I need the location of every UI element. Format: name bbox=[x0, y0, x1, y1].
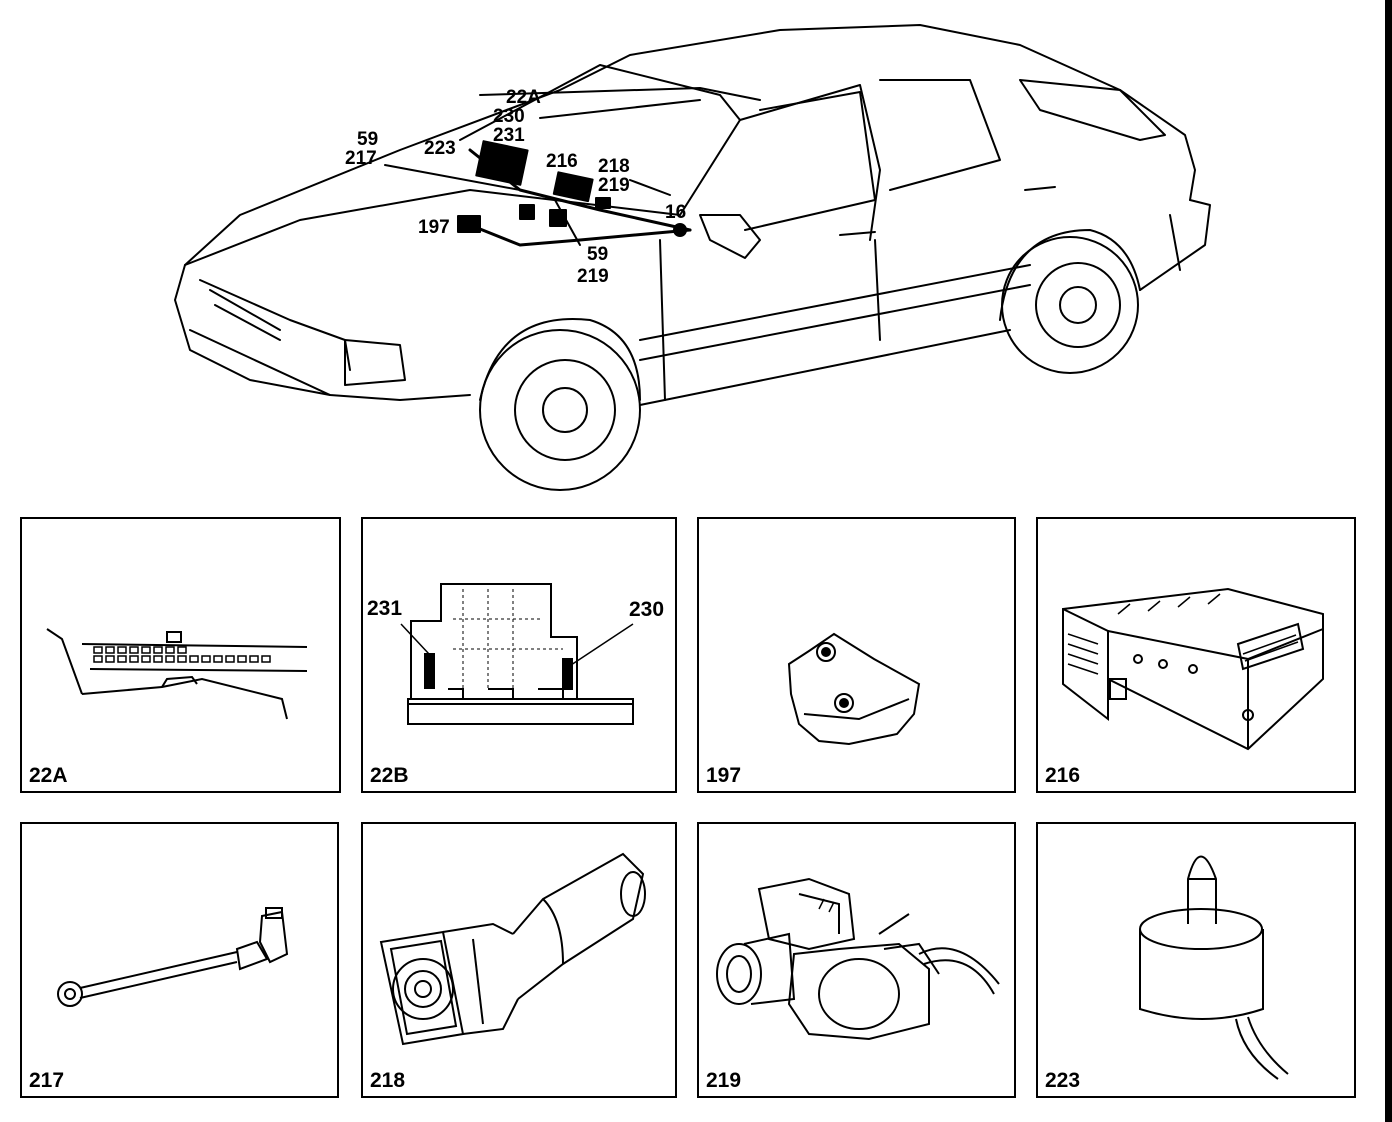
fuse-box-drawing bbox=[46, 628, 308, 720]
panel-label: 219 bbox=[706, 1069, 742, 1092]
callout-16: 16 bbox=[665, 202, 687, 223]
callout-230: 230 bbox=[493, 106, 525, 127]
label-230: 230 bbox=[629, 598, 665, 621]
control-unit-drawing bbox=[1062, 587, 1324, 751]
callout-223: 223 bbox=[424, 138, 456, 159]
panel-22a: 22A bbox=[20, 517, 341, 793]
car-overview-illustration bbox=[174, 24, 1211, 491]
callout-59-bottom: 59 bbox=[587, 244, 609, 265]
callout-216: 216 bbox=[546, 151, 578, 172]
callout-231: 231 bbox=[493, 125, 525, 146]
valve-assembly-drawing bbox=[716, 877, 1000, 1041]
panel-label: 197 bbox=[706, 764, 742, 787]
callout-197: 197 bbox=[418, 217, 450, 238]
callout-59-top: 59 bbox=[357, 129, 379, 150]
panel-22b: 231 230 22B bbox=[361, 517, 677, 793]
callout-217: 217 bbox=[345, 148, 377, 169]
callout-219-top: 219 bbox=[598, 175, 630, 196]
callout-218: 218 bbox=[598, 156, 630, 177]
panel-223: 223 bbox=[1036, 822, 1356, 1098]
panel-label: 216 bbox=[1045, 764, 1081, 787]
panel-label: 22B bbox=[370, 764, 409, 787]
temperature-sensor-drawing bbox=[57, 907, 289, 1007]
speaker-unit-drawing bbox=[379, 852, 646, 1046]
panel-219: 219 bbox=[697, 822, 1016, 1098]
panel-197: 197 bbox=[697, 517, 1016, 793]
relay-box-drawing bbox=[400, 583, 634, 725]
panel-label: 218 bbox=[370, 1069, 406, 1092]
panel-label: 217 bbox=[29, 1069, 65, 1092]
page-edge-bar bbox=[1385, 0, 1392, 1122]
callout-219-bottom: 219 bbox=[577, 266, 609, 287]
ambient-sensor-drawing bbox=[1139, 855, 1289, 1080]
label-231: 231 bbox=[367, 597, 403, 620]
panel-218: 218 bbox=[361, 822, 677, 1098]
panel-label: 22A bbox=[29, 764, 68, 787]
sensor-plate-drawing bbox=[787, 632, 921, 746]
callout-22a: 22A bbox=[506, 87, 541, 108]
panel-label: 223 bbox=[1045, 1069, 1081, 1092]
panel-216: 216 bbox=[1036, 517, 1356, 793]
panel-217: 217 bbox=[20, 822, 339, 1098]
